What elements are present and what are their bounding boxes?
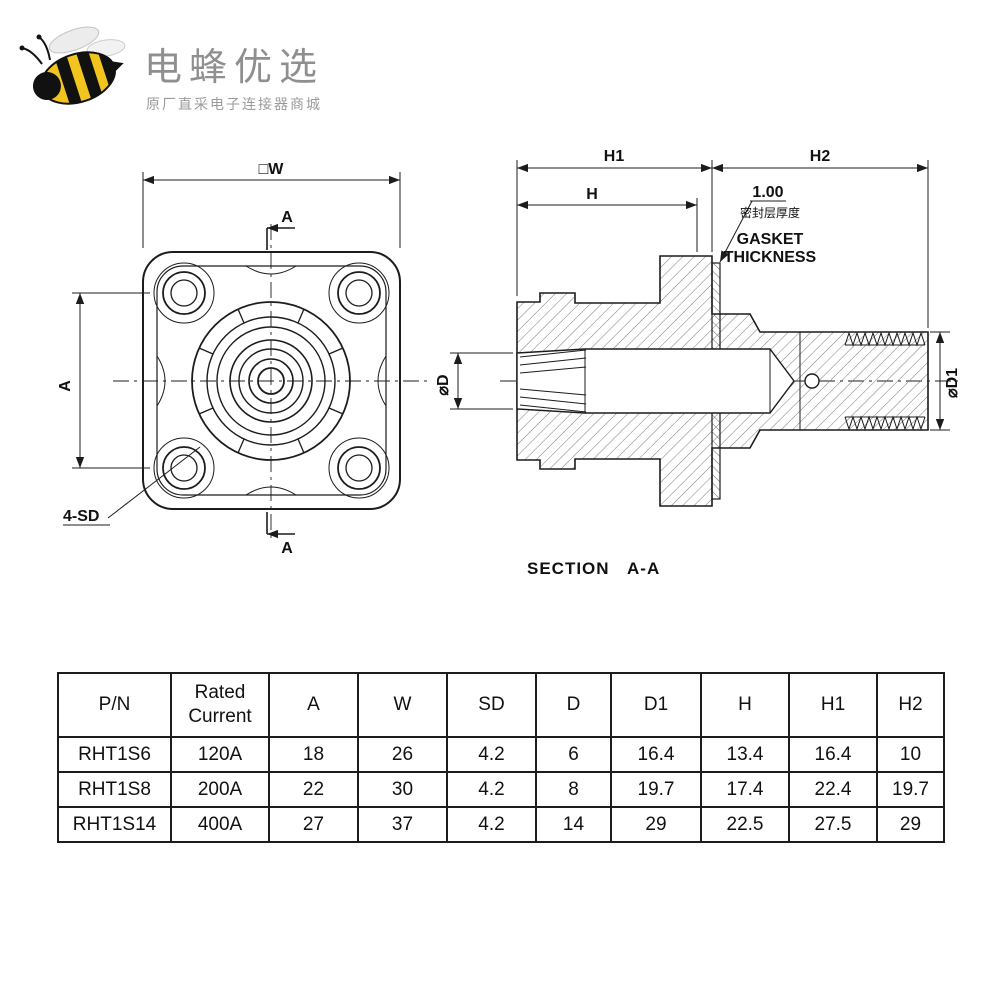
cell-h2: 29 [876,806,945,843]
bee-icon [19,26,126,112]
thread-profile [844,331,926,431]
dim-d1-label: ⌀D1 [944,368,961,398]
cell-pn: RHT1S6 [57,736,172,773]
cell-h1: 22.4 [788,771,878,808]
cell-d: 14 [535,806,612,843]
gasket-value-label: 1.00 [752,184,783,201]
cell-h: 22.5 [700,806,790,843]
cell-w: 26 [357,736,448,773]
dim-h1-label: H1 [604,148,625,165]
cell-a: 27 [268,806,359,843]
dim-h-label: H [586,186,598,203]
brand-tagline: 原厂直采电子连接器商城 [146,96,322,112]
logo: 电蜂优选 原厂直采电子连接器商城 [12,10,472,125]
central-contact [191,301,351,461]
table-row: RHT1S8 200A 22 30 4.2 8 19.7 17.4 22.4 1… [57,771,945,808]
cell-pn: RHT1S8 [57,771,172,808]
cell-h: 13.4 [700,736,790,773]
crimp-serrations [519,349,771,413]
header-pn: P/N [57,672,172,738]
gasket-label-en-2: THICKNESS [724,249,817,266]
dimension-a [72,292,150,469]
header-a: A [268,672,359,738]
header-rated-line1: Rated [194,682,246,704]
hole-callout-leader [63,446,201,526]
gasket-label-cn: 密封层厚度 [740,205,800,220]
header-rated-current: Rated Current [170,672,270,738]
section-cut-marks [266,223,295,539]
dim-h2-label: H2 [810,148,831,165]
cell-current: 200A [170,771,270,808]
header-h1: H1 [788,672,878,738]
section-mark-top-label: A [281,209,293,226]
dim-d-label: ⌀D [435,374,452,395]
header-rated-line2: Current [188,706,252,727]
cell-sd: 4.2 [446,736,537,773]
table-row: RHT1S6 120A 18 26 4.2 6 16.4 13.4 16.4 1… [57,736,945,773]
technical-drawing: □W A A A 4-SD [57,148,961,578]
cell-h: 17.4 [700,771,790,808]
gasket-callout-leader [719,200,786,263]
cell-d: 6 [535,736,612,773]
cell-a: 22 [268,771,359,808]
cell-current: 120A [170,736,270,773]
cell-d1: 16.4 [610,736,702,773]
header-sd: SD [446,672,537,738]
cell-d1: 19.7 [610,771,702,808]
section-view: H1 H2 H 1.00 密封层厚度 GASKET THICKNESS ⌀D ⌀… [435,148,961,578]
dim-w-label: □W [259,161,285,178]
cell-d1: 29 [610,806,702,843]
header-h2: H2 [876,672,945,738]
dimension-w [142,172,401,248]
table-header-row: P/N Rated Current A W SD D D1 H H1 H2 [57,672,945,738]
header-w: W [357,672,448,738]
cell-h2: 10 [876,736,945,773]
brand-name: 电蜂优选 [144,47,325,89]
cell-current: 400A [170,806,270,843]
cell-sd: 4.2 [446,771,537,808]
cell-d: 8 [535,771,612,808]
cell-pn: RHT1S14 [57,806,172,843]
centerlines [113,224,430,540]
hole-callout-label: 4-SD [63,508,99,525]
cross-hole [804,373,820,389]
bore-cavity [516,348,795,414]
cell-a: 18 [268,736,359,773]
spec-table: P/N Rated Current A W SD D D1 H H1 H2 RH… [57,672,945,843]
front-view: □W A A A 4-SD [57,161,430,557]
gasket-label-en-1: GASKET [737,231,804,248]
dim-a-label: A [57,380,74,392]
mounting-holes [153,262,390,499]
cell-h1: 16.4 [788,736,878,773]
table-row: RHT1S14 400A 27 37 4.2 14 29 22.5 27.5 2… [57,806,945,843]
header-d1: D1 [610,672,702,738]
header-d: D [535,672,612,738]
cell-w: 30 [357,771,448,808]
dimension-d [450,352,513,410]
section-caption-word: SECTION [527,559,610,578]
cell-sd: 4.2 [446,806,537,843]
header-h: H [700,672,790,738]
cell-h1: 27.5 [788,806,878,843]
section-caption-cut: A-A [627,559,660,578]
cell-h2: 19.7 [876,771,945,808]
cell-w: 37 [357,806,448,843]
dimension-h1-h2-h [516,160,929,328]
section-mark-bottom-label: A [281,540,293,557]
dimension-d1 [930,331,950,431]
